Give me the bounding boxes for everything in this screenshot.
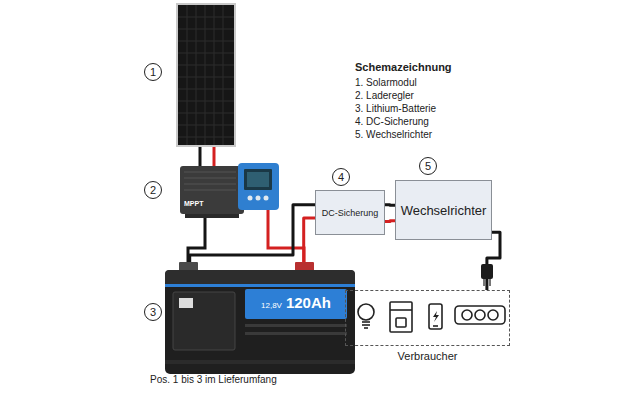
battery-unit: 12,8V 120Ah bbox=[165, 262, 355, 374]
legend-item: 4. DC-Sicherung bbox=[355, 116, 429, 127]
consumer-group: Verbraucher bbox=[345, 290, 510, 364]
cable-connector bbox=[385, 219, 395, 223]
dashed-group-border bbox=[345, 290, 510, 346]
battery-drawing bbox=[165, 262, 355, 374]
legend-heading: Schemazeichnung bbox=[355, 61, 452, 73]
cable-connector bbox=[385, 203, 395, 206]
scope-note: Pos. 1 bis 3 im Lieferumfang bbox=[150, 374, 277, 385]
legend-item: 2. Laderegler bbox=[355, 90, 414, 101]
cable-connector bbox=[190, 205, 315, 262]
device-marking: MPPT bbox=[184, 200, 203, 207]
cable-connector bbox=[304, 218, 315, 262]
callout-number: 1 bbox=[144, 63, 162, 81]
plug-symbol bbox=[481, 264, 493, 286]
callout-number: 3 bbox=[144, 303, 162, 321]
legend-item: 5. Wechselrichter bbox=[355, 129, 432, 140]
callout-number: 5 bbox=[419, 157, 437, 175]
battery-capacity: 120Ah bbox=[286, 294, 331, 311]
consumer-icons bbox=[358, 302, 505, 332]
inverter-box: Wechselrichter bbox=[395, 180, 492, 240]
battery-voltage: 12,8V bbox=[261, 301, 282, 310]
cable-connector bbox=[487, 232, 500, 290]
battery-label: 12,8V 120Ah bbox=[247, 290, 345, 318]
group-heading: Verbraucher bbox=[345, 350, 510, 362]
solar-panel bbox=[176, 3, 236, 147]
fuse-box: DC-Sicherung bbox=[315, 190, 385, 235]
box-label: DC-Sicherung bbox=[322, 208, 379, 218]
box-label: Wechselrichter bbox=[401, 203, 487, 218]
legend-item: 1. Solarmodul bbox=[355, 77, 417, 88]
legend-item: 3. Lithium-Batterie bbox=[355, 103, 436, 114]
callout-number: 2 bbox=[144, 181, 162, 199]
callout-number: 4 bbox=[332, 168, 350, 186]
charge-controller bbox=[180, 163, 279, 218]
